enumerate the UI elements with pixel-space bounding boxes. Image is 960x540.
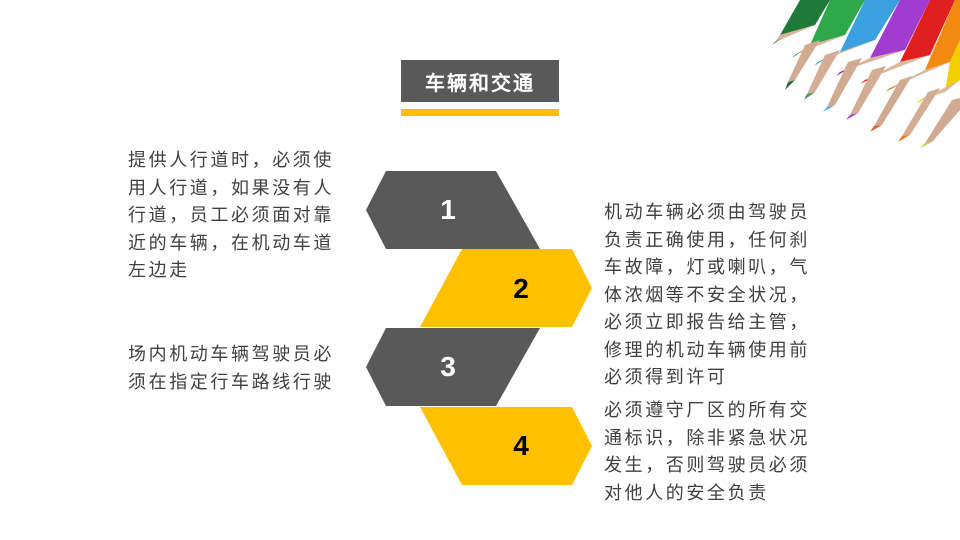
colored-pencils-image [772, 0, 960, 148]
step-2-text: 机动车辆必须由驾驶员 负责正确使用，任何刹 车故障，灯或喇叭，气 体浓烟等不安全… [604, 202, 810, 388]
step-3-number: 3 [440, 351, 456, 382]
step-4-text: 必须遵守厂区的所有交 通标识，除非紧急状况 发生，否则驾驶员必须 对他人的安全负… [604, 400, 810, 504]
step-3-shape [366, 328, 540, 406]
step-1-shape [366, 171, 540, 249]
step-1-number: 1 [440, 194, 456, 225]
title-underline-bar [401, 109, 559, 116]
step-4-shape [420, 407, 592, 485]
step-3-text: 场内机动车辆驾驶员必 须在指定行车路线行驶 [128, 344, 334, 393]
step-1-text: 提供人行道时，必须使 用人行道，如果没有人 行道，员工必须面对靠 近的车辆，在机… [128, 150, 334, 281]
slide-title-text: 车辆和交通 [425, 70, 535, 95]
step-4-number: 4 [513, 430, 529, 461]
slide-title: 车辆和交通 [401, 60, 559, 102]
step-2-number: 2 [513, 273, 529, 304]
step-2-shape [420, 249, 592, 327]
